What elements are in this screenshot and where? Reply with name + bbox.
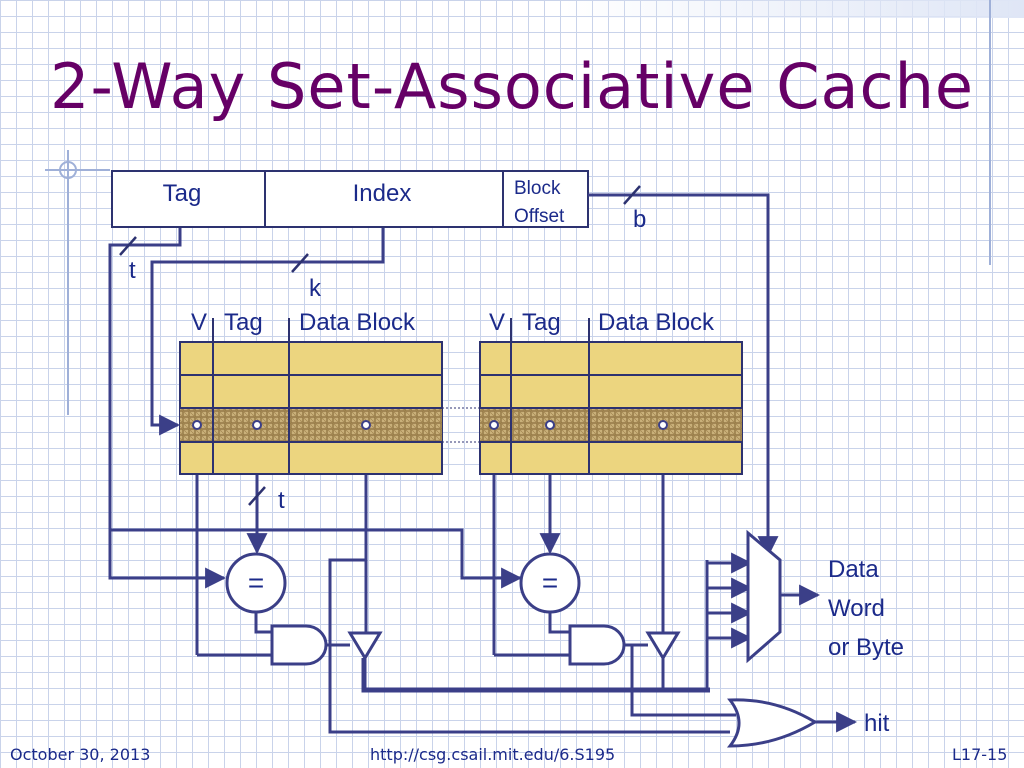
way2-array <box>479 341 743 475</box>
address-index-field <box>264 170 504 228</box>
tristate-buffer-way2 <box>645 631 681 661</box>
data-bus <box>361 658 710 693</box>
address-block-label: Block <box>514 178 561 199</box>
comparator-way1: = <box>225 552 287 614</box>
output-label-line3: or Byte <box>828 634 904 661</box>
address-offset-field <box>502 170 589 228</box>
comparator-way1-symbol: = <box>248 567 264 598</box>
hit-label: hit <box>864 710 890 737</box>
address-index-label: Index <box>353 180 412 207</box>
output-multiplexer <box>746 529 782 664</box>
tristate-buffer-way1 <box>347 631 383 661</box>
way1-v-header: V <box>191 309 207 336</box>
way2-selected-row <box>480 408 742 442</box>
footer-url: http://csg.csail.mit.edu/6.S195 <box>370 745 616 764</box>
hit-or-gate <box>726 698 818 748</box>
output-label-line2: Word <box>828 595 885 622</box>
address-offset-label: Offset <box>514 206 565 227</box>
tag-wire-way2 <box>110 528 523 589</box>
address-tag-label: Tag <box>163 180 202 207</box>
index-wire <box>150 228 385 436</box>
bus-width-marks <box>119 185 641 506</box>
way1-selected-row <box>180 408 442 442</box>
way1-array <box>179 341 443 475</box>
comparator-way2-symbol: = <box>542 567 558 598</box>
way2-v-header: V <box>489 309 505 336</box>
slide-decoration <box>45 0 991 415</box>
output-label-line1: Data <box>828 556 879 583</box>
footer-page-number: L17-15 <box>952 745 1008 764</box>
tag-width-label: t <box>129 257 136 284</box>
index-width-label: k <box>309 275 322 302</box>
slide-title: 2-Way Set-Associative Cache <box>50 50 975 123</box>
offset-width-label: b <box>633 206 646 233</box>
tag-wire <box>108 228 227 589</box>
and-gate-way1 <box>270 624 328 666</box>
way2-data-header: Data Block <box>598 309 715 336</box>
offset-wire <box>588 193 779 558</box>
footer-date: October 30, 2013 <box>10 745 151 764</box>
way2-tag-header: Tag <box>522 309 561 336</box>
way1-data-header: Data Block <box>299 309 416 336</box>
header-band <box>0 0 1024 18</box>
address-register: Tag Index Block Offset <box>111 170 589 228</box>
and-gate-way2 <box>568 624 626 666</box>
way1-tag-header: Tag <box>224 309 263 336</box>
comparator-way2: = <box>519 552 581 614</box>
compare-width-label: t <box>278 487 285 514</box>
